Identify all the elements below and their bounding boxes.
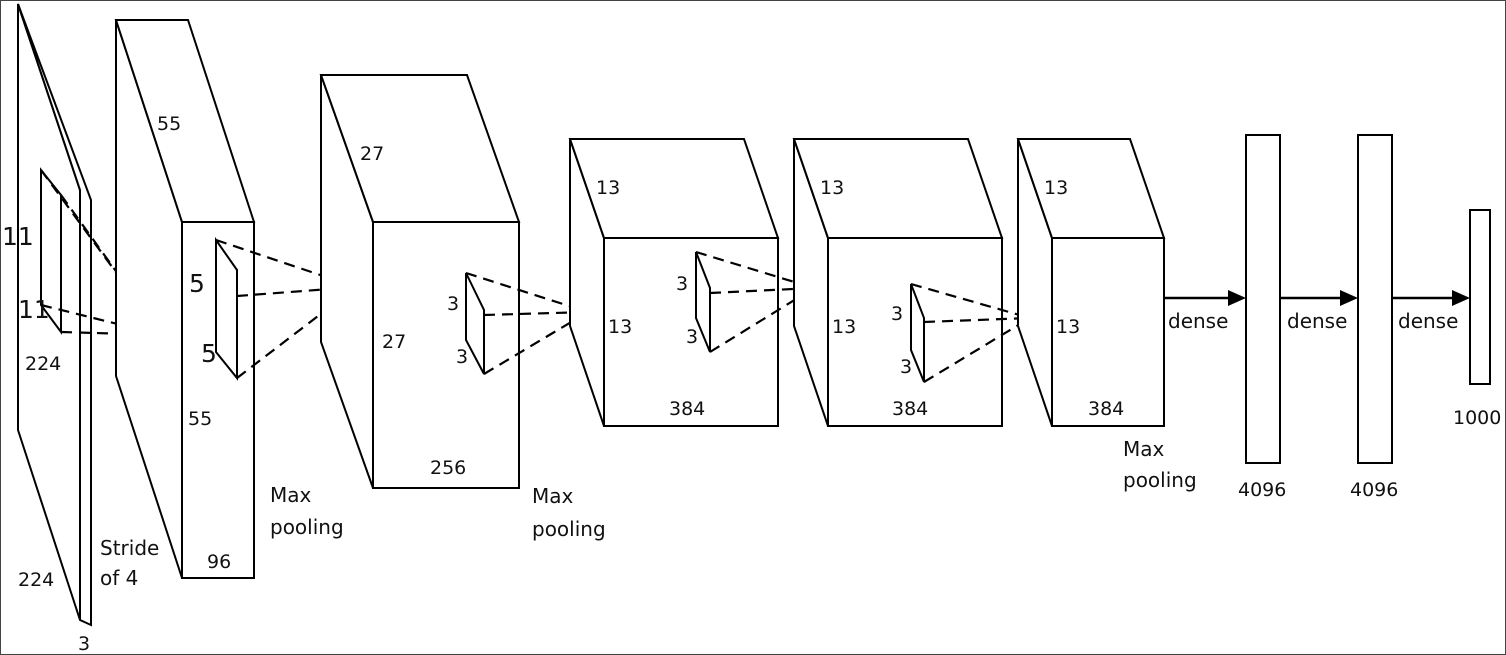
conv2-pool-label-line2: pooling (532, 517, 606, 541)
arrow-head-icon (1228, 290, 1246, 306)
conv5-pool-label-line2: pooling (1123, 468, 1197, 492)
conv1-height-label: 55 (188, 408, 212, 430)
conv5-pool-label-line1: Max (1123, 437, 1165, 461)
input-depth-label: 3 (78, 633, 90, 655)
stride-label-line2: of 4 (100, 566, 138, 590)
dense1-size-label: 4096 (1238, 479, 1286, 501)
conv1-kernel-width-label: 5 (201, 339, 217, 368)
input-kernel-width-label: 11 (18, 295, 50, 324)
dense3-connection: dense (1392, 290, 1470, 333)
conv1-pool-label-line1: Max (270, 483, 312, 507)
conv3-width-label: 13 (596, 177, 620, 199)
conv2-kernel-width-label: 3 (456, 346, 468, 368)
conv5-depth-label: 384 (1088, 398, 1124, 420)
conv1-pool-label-line2: pooling (270, 515, 344, 539)
input-front-plane (17, 3, 92, 627)
conv1-width-label: 55 (157, 113, 181, 135)
conv5-block: 13 13 384 Max pooling (1016, 138, 1197, 492)
conv3-block: 13 13 384 3 3 (568, 138, 780, 427)
dense3-size-label: 1000 (1453, 407, 1501, 429)
conv2-front-face (372, 221, 520, 489)
dense1-label: dense (1168, 309, 1228, 333)
conv1-kernel-height-label: 5 (189, 269, 205, 298)
arrow-head-icon (1340, 290, 1358, 306)
conv4-block: 13 13 384 3 3 (792, 138, 1004, 427)
input-height-label: 224 (18, 569, 54, 591)
dense3-layer: 1000 (1453, 209, 1501, 429)
conv2-block: 27 27 256 3 3 Max pooling (319, 74, 606, 541)
dense2-size-label: 4096 (1350, 479, 1398, 501)
conv5-width-label: 13 (1044, 177, 1068, 199)
dense2-label: dense (1287, 309, 1347, 333)
dense2-layer: 4096 (1350, 134, 1398, 501)
dense3-label: dense (1398, 309, 1458, 333)
conv3-kernel-height-label: 3 (676, 273, 688, 295)
conv4-width-label: 13 (820, 177, 844, 199)
conv2-depth-label: 256 (430, 457, 466, 479)
dense3-bar (1469, 209, 1491, 385)
input-width-label: 224 (25, 353, 61, 375)
conv2-height-label: 27 (382, 331, 406, 353)
conv4-to-conv5-projection (910, 282, 1031, 383)
conv5-height-label: 13 (1056, 316, 1080, 338)
dense1-connection: dense (1164, 290, 1246, 333)
conv3-depth-label: 384 (669, 398, 705, 420)
arrow-head-icon (1452, 290, 1470, 306)
dense2-bar (1357, 134, 1393, 464)
dense2-connection: dense (1280, 290, 1358, 333)
conv3-front-face (603, 237, 779, 427)
dense1-bar (1245, 134, 1281, 464)
stride-label-line1: Stride (100, 536, 159, 560)
conv1-depth-label: 96 (207, 551, 231, 573)
conv3-height-label: 13 (608, 316, 632, 338)
input-kernel-height-label: 11 (2, 222, 34, 251)
input-layer: 11 11 224 224 3 Stride of 4 (2, 3, 159, 655)
conv3-kernel-width-label: 3 (686, 326, 698, 348)
dense1-layer: 4096 (1238, 134, 1286, 501)
conv4-height-label: 13 (832, 316, 856, 338)
conv3-to-conv4-projection (695, 250, 815, 353)
conv4-kernel-height-label: 3 (891, 303, 903, 325)
conv2-pool-label-line1: Max (532, 484, 574, 508)
conv2-width-label: 27 (360, 143, 384, 165)
conv4-depth-label: 384 (892, 398, 928, 420)
conv2-kernel-height-label: 3 (447, 293, 459, 315)
conv4-kernel-width-label: 3 (900, 356, 912, 378)
conv1-block: 55 55 96 5 5 Max pooling (114, 19, 344, 579)
conv5-front-face (1051, 237, 1165, 427)
